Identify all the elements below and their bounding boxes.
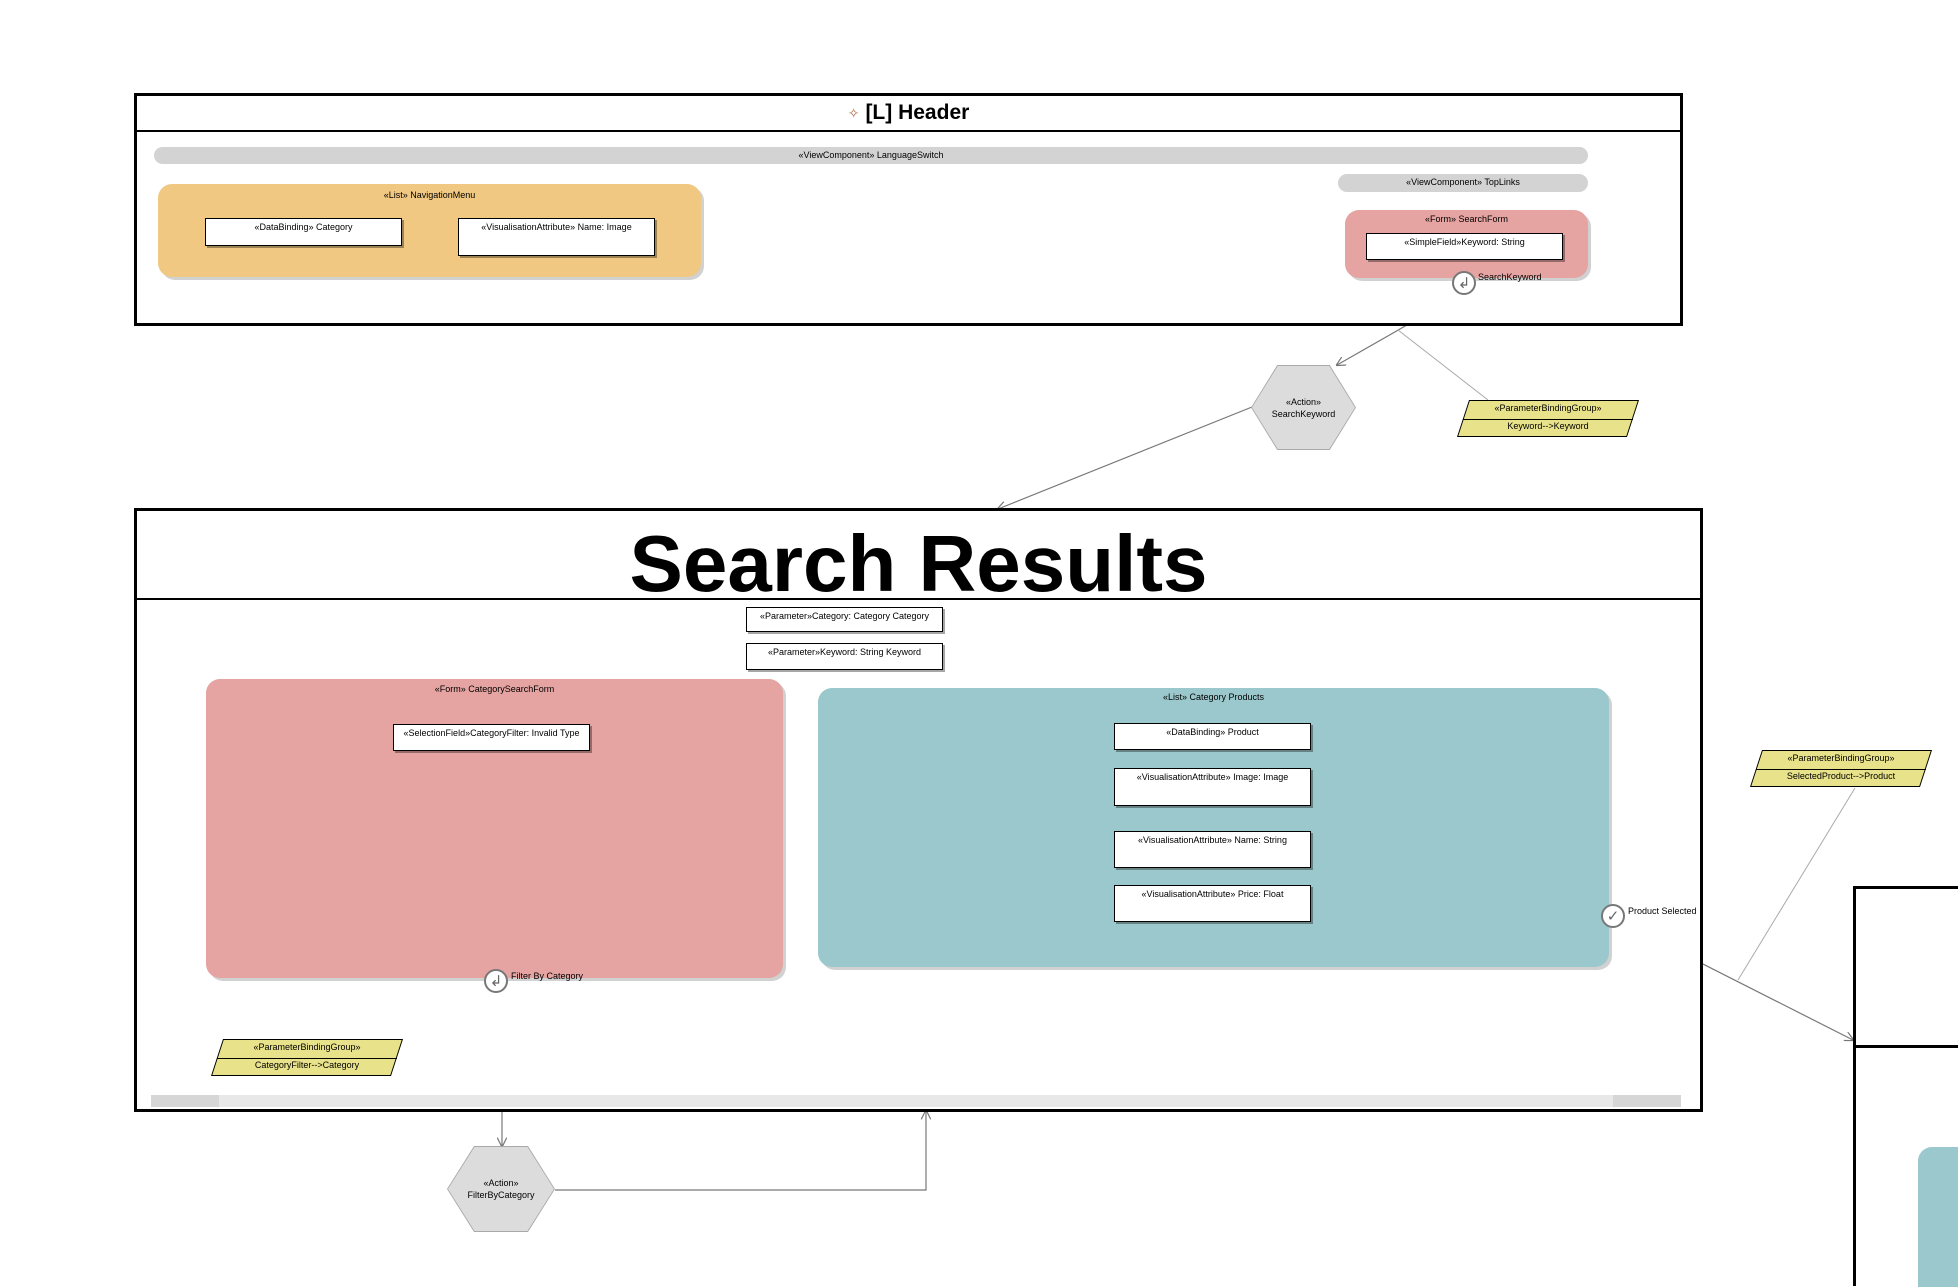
category-products-list[interactable]: «List» Category Products «DataBinding» P… — [818, 688, 1609, 967]
action-filter-by-category[interactable]: «Action» FilterByCategory — [447, 1146, 555, 1232]
scrollbar-right-thumb[interactable] — [1613, 1095, 1681, 1107]
product-image-attribute[interactable]: «VisualisationAttribute» Image: Image — [1114, 768, 1311, 806]
header-title-bar: ✧ [L] Header — [137, 96, 1680, 132]
product-selected-event-label: Product Selected — [1628, 906, 1697, 916]
parameter-binding-category-filter[interactable]: «ParameterBindingGroup» CategoryFilter--… — [210, 1039, 404, 1076]
navigation-data-binding[interactable]: «DataBinding» Category — [205, 218, 402, 246]
search-results-title-bar: Search Results — [137, 511, 1700, 603]
offscreen-page-frame[interactable] — [1853, 886, 1958, 1286]
navigation-menu-title: «List» NavigationMenu — [383, 190, 476, 200]
product-price-attribute[interactable]: «VisualisationAttribute» Price: Float — [1114, 885, 1311, 922]
navigation-menu-list[interactable]: «List» NavigationMenu «DataBinding» Cate… — [158, 184, 701, 277]
parameter-binding-keyword-stereotype: «ParameterBindingGroup» — [1494, 403, 1602, 413]
keyword-field[interactable]: «SimpleField»Keyword: String — [1366, 233, 1563, 260]
parameter-keyword[interactable]: «Parameter»Keyword: String Keyword — [746, 643, 943, 670]
parameter-binding-selected-product[interactable]: «ParameterBindingGroup» SelectedProduct-… — [1749, 750, 1933, 787]
category-filter-field[interactable]: «SelectionField»CategoryFilter: Invalid … — [393, 724, 590, 751]
offscreen-page-title-divider — [1853, 1045, 1958, 1048]
action-filter-by-category-stereotype: «Action» — [483, 1178, 519, 1188]
parameter-binding-keyword-divider — [1462, 418, 1634, 420]
action-filter-by-category-name: FilterByCategory — [467, 1190, 535, 1200]
product-data-binding[interactable]: «DataBinding» Product — [1114, 723, 1311, 750]
search-keyword-event-label: SearchKeyword — [1478, 272, 1542, 282]
category-products-title: «List» Category Products — [1162, 692, 1265, 702]
category-search-form-title: «Form» CategorySearchForm — [434, 684, 555, 694]
action-search-keyword-name: SearchKeyword — [1271, 408, 1336, 419]
diamond-icon: ✧ — [847, 104, 860, 121]
binding-link-selected-product — [1737, 787, 1856, 981]
flow-action-back-to-results — [555, 1111, 926, 1191]
parameter-binding-keyword[interactable]: «ParameterBindingGroup» Keyword-->Keywor… — [1456, 400, 1640, 437]
parameter-binding-keyword-binding: Keyword-->Keyword — [1507, 421, 1589, 431]
navigation-visualisation-attribute[interactable]: «VisualisationAttribute» Name: Image — [458, 218, 655, 256]
top-links-component[interactable]: «ViewComponent» TopLinks — [1338, 174, 1588, 192]
filter-by-category-event-icon[interactable]: ↲ — [484, 969, 508, 993]
horizontal-scrollbar[interactable] — [151, 1095, 1681, 1107]
filter-by-category-event-label: Filter By Category — [511, 971, 584, 981]
binding-link-keyword — [1397, 329, 1489, 401]
offscreen-list-unit[interactable] — [1918, 1147, 1958, 1287]
flow-action-to-results — [998, 406, 1253, 509]
scrollbar-left-thumb[interactable] — [151, 1095, 219, 1107]
language-switch-component[interactable]: «ViewComponent» LanguageSwitch — [154, 147, 1588, 164]
product-selected-event-icon[interactable]: ✓ — [1601, 904, 1625, 928]
parameter-binding-selected-product-binding: SelectedProduct-->Product — [1786, 771, 1896, 781]
parameter-category[interactable]: «Parameter»Category: Category Category — [746, 607, 943, 632]
search-keyword-event-icon[interactable]: ↲ — [1452, 271, 1476, 295]
search-results-title: Search Results — [629, 518, 1208, 608]
product-name-attribute[interactable]: «VisualisationAttribute» Name: String — [1114, 831, 1311, 868]
parameter-binding-selected-product-stereotype: «ParameterBindingGroup» — [1787, 753, 1895, 763]
parameter-binding-category-filter-binding: CategoryFilter-->Category — [254, 1060, 360, 1070]
parameter-binding-category-filter-stereotype: «ParameterBindingGroup» — [253, 1042, 361, 1052]
header-page-title: [L] Header — [865, 101, 970, 124]
search-form-title: «Form» SearchForm — [1424, 214, 1509, 224]
parameter-binding-selected-product-divider — [1755, 768, 1927, 770]
category-search-form[interactable]: «Form» CategorySearchForm «SelectionFiel… — [206, 679, 783, 978]
parameter-binding-category-filter-divider — [216, 1057, 398, 1059]
search-form[interactable]: «Form» SearchForm «SimpleField»Keyword: … — [1345, 210, 1588, 278]
action-search-keyword-stereotype: «Action» — [1285, 396, 1322, 407]
